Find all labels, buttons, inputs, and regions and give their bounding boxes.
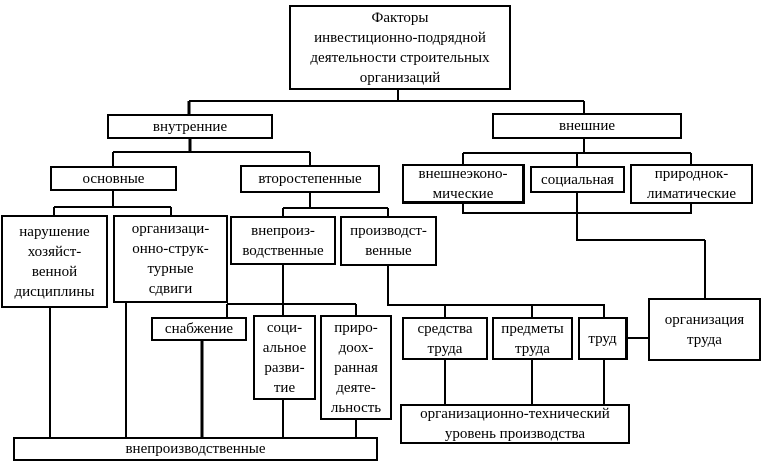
node-org-tech-level: организационно-технический уровень произ… xyxy=(400,404,630,444)
node-external: внешние xyxy=(492,113,682,139)
node-means-of-labor: средства труда xyxy=(402,317,488,360)
node-non-production: внепроиз- водственные xyxy=(230,216,336,265)
node-org-structural-shifts: организаци- онно-струк- турные сдвиги xyxy=(113,215,228,303)
node-environmental-activity: приро- доох- ранная деяте- льность xyxy=(320,315,392,420)
node-foreign-economic: внешнеэконо- мические xyxy=(402,164,525,204)
node-secondary-factors: второстепенные xyxy=(240,165,380,193)
node-discipline-violation: нарушение хозяйст- венной дисциплины xyxy=(1,215,108,308)
node-social: социальная xyxy=(530,166,625,193)
node-labor-organization: организация труда xyxy=(648,298,761,361)
node-internal: внутренние xyxy=(107,114,273,139)
node-social-development: соци- альное разви- тие xyxy=(253,315,316,400)
node-factors-root: Факторы инвестиционно-подрядной деятельн… xyxy=(289,5,511,90)
node-labor: труд xyxy=(578,317,628,360)
node-non-production-collector: внепроизводственные xyxy=(13,437,378,461)
node-production: производст- венные xyxy=(340,216,437,266)
node-supply: снабжение xyxy=(151,317,247,341)
node-main-factors: основные xyxy=(50,166,177,191)
node-natural-climatic: природнок- лиматические xyxy=(630,164,753,204)
node-objects-of-labor: предметы труда xyxy=(492,317,573,360)
